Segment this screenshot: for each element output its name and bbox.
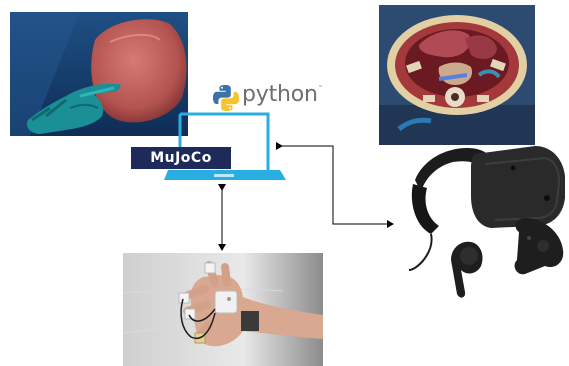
mujoco-logo: MuJoCo <box>131 147 231 169</box>
python-wordmark: python <box>242 82 318 107</box>
simulation-render-image <box>10 12 188 136</box>
python-logo: python ™ <box>212 82 324 112</box>
laptop-headset-arrow <box>276 142 394 228</box>
laptop-icon <box>164 112 286 180</box>
surgery-scene-image <box>379 5 535 145</box>
vr-controller-icon <box>451 218 564 298</box>
python-trademark: ™ <box>318 85 323 91</box>
haptic-glove-photo <box>123 253 323 366</box>
python-snake-icon <box>213 85 239 111</box>
vr-headset-icon <box>408 146 565 271</box>
vr-headset-image <box>405 142 569 302</box>
